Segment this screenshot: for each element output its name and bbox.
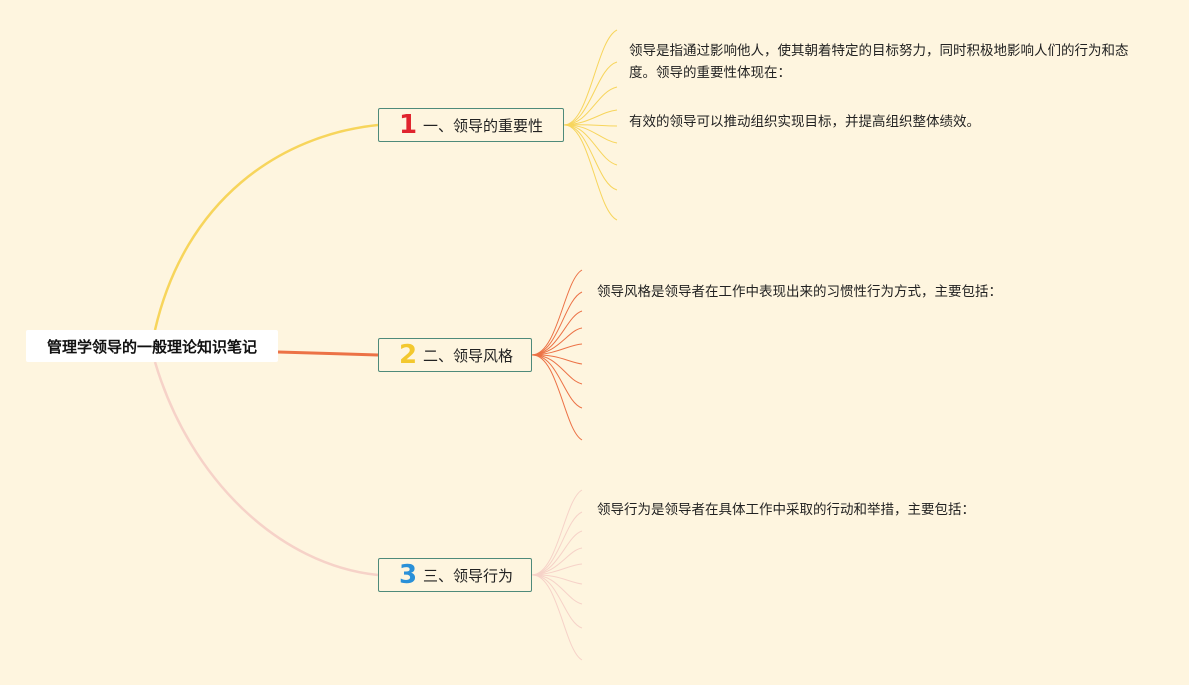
fan-branch-1: [563, 29, 618, 221]
branch-topic-1[interactable]: 1 一、领导的重要性: [378, 108, 564, 142]
root-topic-label: 管理学领导的一般理论知识笔记: [46, 337, 257, 356]
root-topic[interactable]: 管理学领导的一般理论知识笔记: [26, 330, 278, 362]
branch-topic-1-label: 一、领导的重要性: [423, 116, 544, 135]
branch-1-note-1[interactable]: 领导是指通过影响他人，使其朝着特定的目标努力，同时积极地影响人们的行为和态度。领…: [629, 43, 1129, 81]
number-1-icon: 1: [398, 110, 418, 140]
branch-topic-2-label: 二、领导风格: [423, 346, 514, 365]
connector-root-branch-1: [153, 123, 379, 331]
number-2-icon: 2: [398, 340, 418, 370]
branch-1-note-2[interactable]: 有效的领导可以推动组织实现目标，并提高组织整体绩效。: [629, 114, 980, 130]
fan-branch-2: [531, 269, 583, 441]
number-3-icon: 3: [398, 560, 418, 590]
branch-3-note-1[interactable]: 领导行为是领导者在具体工作中采取的行动和举措，主要包括：: [597, 502, 975, 518]
branch-2-note-1[interactable]: 领导风格是领导者在工作中表现出来的习惯性行为方式，主要包括：: [597, 284, 1002, 300]
branch-topic-3[interactable]: 3 三、领导行为: [378, 558, 532, 592]
branch-topic-2[interactable]: 2 二、领导风格: [378, 338, 532, 372]
connector-root-branch-2: [277, 350, 379, 357]
connector-root-branch-3: [153, 361, 379, 577]
branch-topic-3-label: 三、领导行为: [423, 566, 514, 585]
fan-branch-3: [531, 489, 583, 661]
